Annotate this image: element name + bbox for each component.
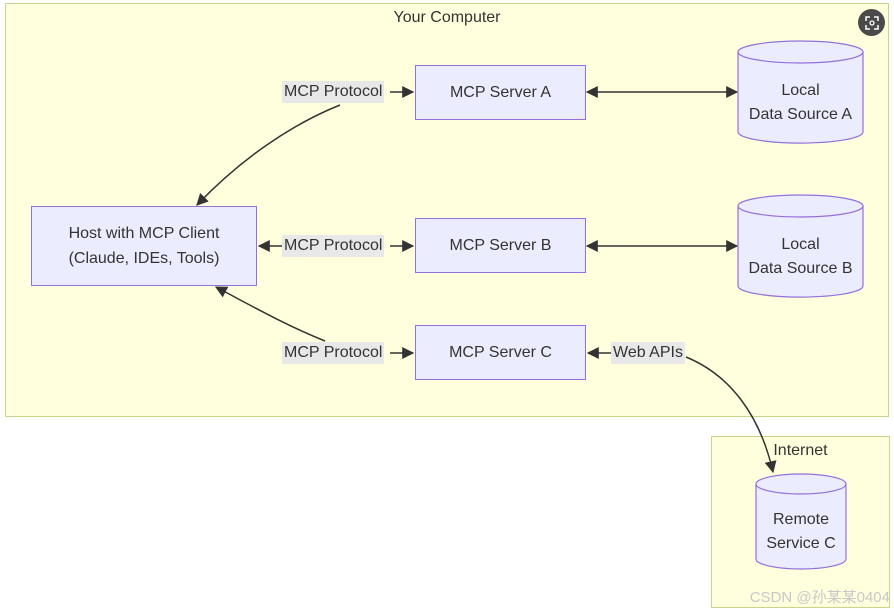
edge-label-protocol-c: MCP Protocol — [282, 342, 385, 364]
cylinder-shape — [755, 473, 847, 570]
node-host-line2: (Claude, IDEs, Tools) — [68, 250, 220, 267]
db-datasource-b: Local Data Source B — [737, 194, 864, 298]
edge-label-protocol-a: MCP Protocol — [282, 81, 385, 103]
edge-label-web-apis: Web APIs — [611, 342, 685, 364]
db-datasource-b-line1: Local — [781, 236, 820, 253]
edge-label-protocol-b: MCP Protocol — [282, 235, 385, 257]
node-server-a: MCP Server A — [415, 65, 586, 120]
node-host: Host with MCP Client (Claude, IDEs, Tool… — [31, 206, 257, 286]
db-remote-service-c: Remote Service C — [755, 473, 847, 571]
cluster-title-your-computer: Your Computer — [393, 9, 501, 26]
node-server-c: MCP Server C — [415, 325, 586, 380]
watermark: CSDN @孙某某0404 — [749, 589, 890, 606]
db-remote-line1: Remote — [772, 511, 830, 528]
node-server-c-label: MCP Server C — [449, 344, 552, 361]
db-datasource-b-line2: Data Source B — [748, 260, 853, 277]
db-datasource-a-line2: Data Source A — [748, 106, 853, 123]
expand-icon — [864, 15, 879, 30]
cluster-title-internet: Internet — [773, 442, 828, 459]
node-server-b-label: MCP Server B — [449, 237, 552, 254]
cylinder-shape — [737, 194, 864, 298]
db-datasource-a: Local Data Source A — [737, 40, 864, 144]
node-host-line1: Host with MCP Client — [68, 225, 220, 242]
db-datasource-a-line1: Local — [781, 82, 820, 99]
node-server-b: MCP Server B — [415, 218, 586, 273]
node-server-a-label: MCP Server A — [449, 84, 552, 101]
zoom-icon[interactable] — [858, 9, 885, 36]
cylinder-shape — [737, 40, 864, 144]
db-remote-line2: Service C — [766, 535, 836, 552]
